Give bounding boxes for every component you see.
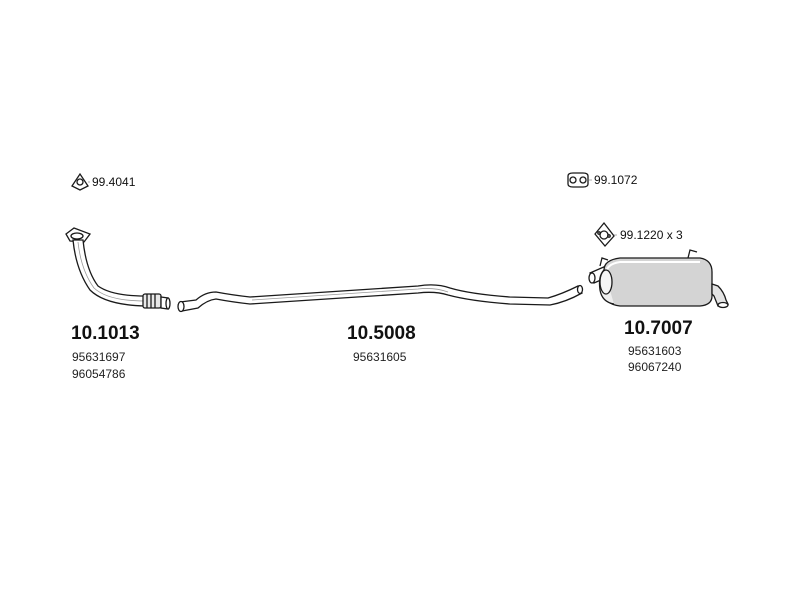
part-number-rear-silencer: 10.7007 bbox=[624, 318, 693, 339]
oem-number-rear-silencer-2: 96067240 bbox=[628, 360, 682, 374]
leader-lines bbox=[88, 179, 617, 236]
flange-gasket-icon bbox=[594, 221, 615, 247]
accessory-code-ring-gasket: 99.4041 bbox=[92, 175, 136, 189]
oem-number-rear-silencer-1: 95631603 bbox=[628, 344, 682, 358]
accessory-code-oval-gasket: 99.1072 bbox=[594, 173, 638, 187]
oem-number-front-pipe-2: 96054786 bbox=[72, 367, 126, 381]
front-pipe-drawing bbox=[65, 227, 171, 310]
accessory-code-flange-gasket: 99.1220 x 3 bbox=[620, 228, 683, 242]
middle-pipe-drawing bbox=[177, 284, 584, 313]
rear-silencer-drawing bbox=[588, 249, 729, 309]
oem-number-middle-pipe-1: 95631605 bbox=[353, 350, 407, 364]
part-number-front-pipe: 10.1013 bbox=[71, 323, 140, 344]
ring-gasket-icon bbox=[71, 172, 89, 191]
part-number-middle-pipe: 10.5008 bbox=[347, 323, 416, 344]
oem-number-front-pipe-1: 95631697 bbox=[72, 350, 126, 364]
oval-gasket-icon bbox=[567, 172, 589, 188]
